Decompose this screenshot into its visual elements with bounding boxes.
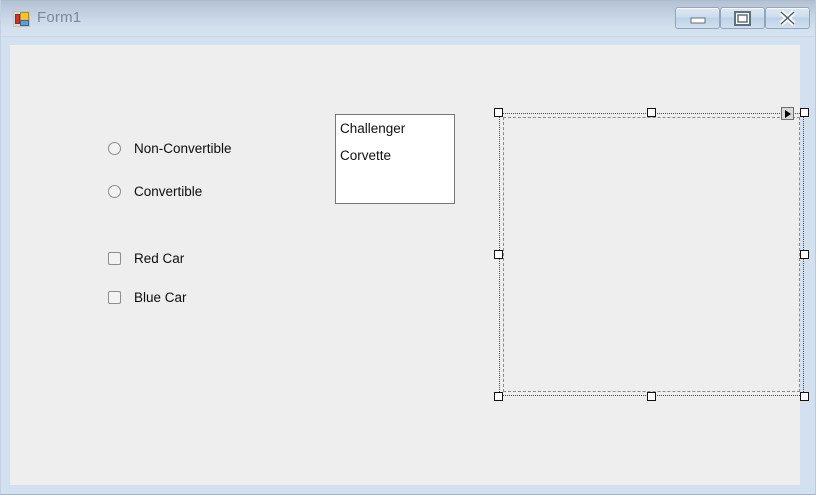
smart-tag-button[interactable] <box>781 107 794 120</box>
resize-handle-se[interactable] <box>800 392 809 401</box>
minimize-button[interactable] <box>675 7 720 29</box>
maximize-icon <box>734 11 751 26</box>
app-icon-blue-box <box>20 20 29 26</box>
form-client-area[interactable]: Non-Convertible Convertible Red Car Blue… <box>10 45 809 485</box>
panel-surface[interactable] <box>503 117 800 392</box>
listbox-cars[interactable]: Challenger Corvette <box>335 114 455 204</box>
checkbox-square-icon <box>108 291 121 304</box>
resize-handle-s[interactable] <box>646 392 656 401</box>
radio-label: Convertible <box>134 184 203 199</box>
checkbox-blue-car[interactable]: Blue Car <box>108 290 187 305</box>
resize-handle-ne[interactable] <box>800 108 809 117</box>
selection-outline <box>499 113 804 396</box>
title-bar-top-highlight <box>1 0 815 1</box>
radio-circle-icon <box>108 142 121 155</box>
window-app-icon[interactable] <box>13 11 30 27</box>
selected-panel-control[interactable] <box>494 107 809 401</box>
checkbox-label: Blue Car <box>134 290 187 305</box>
triangle-right-icon <box>784 109 791 118</box>
list-item[interactable]: Challenger <box>340 121 406 136</box>
resize-handle-w[interactable] <box>494 249 503 259</box>
checkbox-square-icon <box>108 252 121 265</box>
title-bar[interactable]: Form1 <box>1 0 815 37</box>
list-item[interactable]: Corvette <box>340 148 392 163</box>
radio-convertible[interactable]: Convertible <box>108 184 202 199</box>
resize-handle-n[interactable] <box>646 108 656 117</box>
radio-non-convertible[interactable]: Non-Convertible <box>108 141 232 156</box>
radio-circle-icon <box>108 185 121 198</box>
resize-handle-e[interactable] <box>800 249 809 259</box>
resize-handle-nw[interactable] <box>494 108 503 117</box>
radio-label: Non-Convertible <box>134 141 232 156</box>
minimize-icon <box>690 17 706 24</box>
close-button[interactable] <box>765 7 810 29</box>
app-icon-red-bar <box>15 14 20 24</box>
checkbox-label: Red Car <box>134 251 185 266</box>
close-icon <box>779 10 796 26</box>
maximize-button[interactable] <box>720 7 765 29</box>
window-title: Form1 <box>37 9 82 26</box>
resize-handle-sw[interactable] <box>494 392 503 401</box>
checkbox-red-car[interactable]: Red Car <box>108 251 184 266</box>
